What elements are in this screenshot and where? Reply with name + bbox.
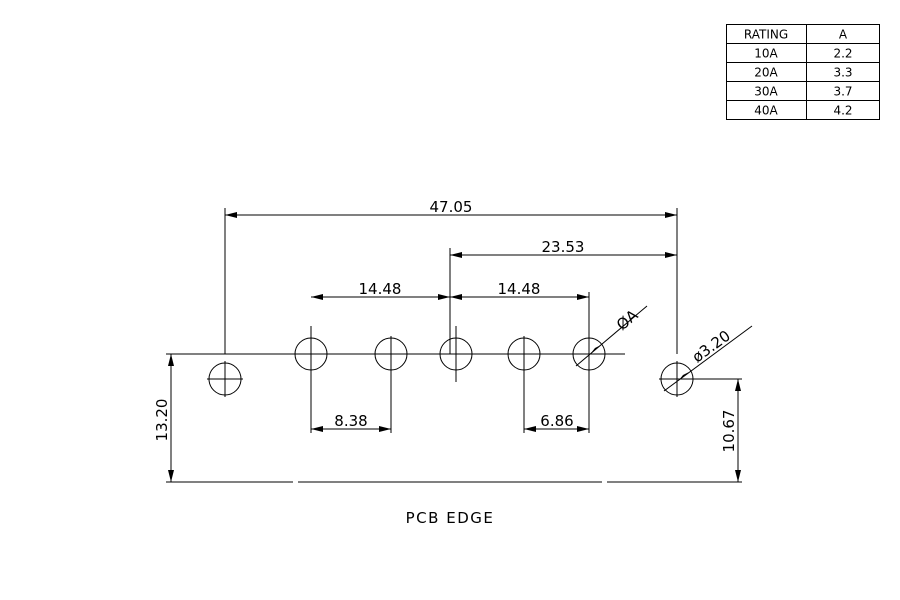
dimension-label: 13.20 [153, 399, 171, 442]
table-cell-a: 3.3 [833, 66, 852, 80]
dimension-label: 8.38 [334, 412, 367, 430]
pin-hole [507, 336, 541, 372]
rating-table: RATING A 10A 2.2 20A 3.3 30A 3.7 40A 4.2 [726, 24, 880, 120]
table-cell-rating: 20A [754, 66, 778, 80]
dimension-label: 10.67 [720, 410, 738, 453]
dimension-spacing-left: 8.38 [311, 412, 391, 432]
dimension-label: 6.86 [540, 412, 573, 430]
table-cell-rating: 40A [754, 104, 778, 118]
dimension-label: ø3.20 [689, 327, 734, 367]
leader-hole-diameter-variable: ØA [575, 306, 648, 367]
pcb-edge-label: PCB EDGE [406, 509, 495, 527]
extension-lines [224, 208, 742, 433]
dimension-right-height: 10.67 [720, 379, 741, 482]
dimension-overall-width: 47.05 [225, 198, 677, 218]
dimension-label: 47.05 [430, 198, 473, 216]
table-cell-a: 2.2 [833, 47, 852, 61]
mounting-hole-left [207, 361, 243, 397]
table-header-rating: RATING [744, 28, 788, 42]
pin-hole [439, 326, 473, 382]
dimension-label: 14.48 [498, 280, 541, 298]
mounting-hole-right [659, 361, 695, 397]
table-cell-rating: 10A [754, 47, 778, 61]
table-cell-a: 3.7 [833, 85, 852, 99]
dimension-label: ØA [613, 306, 642, 334]
table-cell-a: 4.2 [833, 104, 852, 118]
table-header-a: A [839, 28, 848, 42]
table-cell-rating: 30A [754, 85, 778, 99]
dimension-spacing-right: 6.86 [524, 412, 589, 432]
pin-hole [374, 336, 408, 372]
dimension-left-height: 13.20 [153, 354, 174, 482]
dimension-label: 23.53 [542, 238, 585, 256]
dimension-pitch-left: 14.48 [311, 280, 450, 300]
pin-hole [572, 292, 606, 372]
dimension-pitch-right: 14.48 [450, 280, 589, 300]
dimension-label: 14.48 [359, 280, 402, 298]
dimension-half-width: 23.53 [450, 238, 677, 258]
